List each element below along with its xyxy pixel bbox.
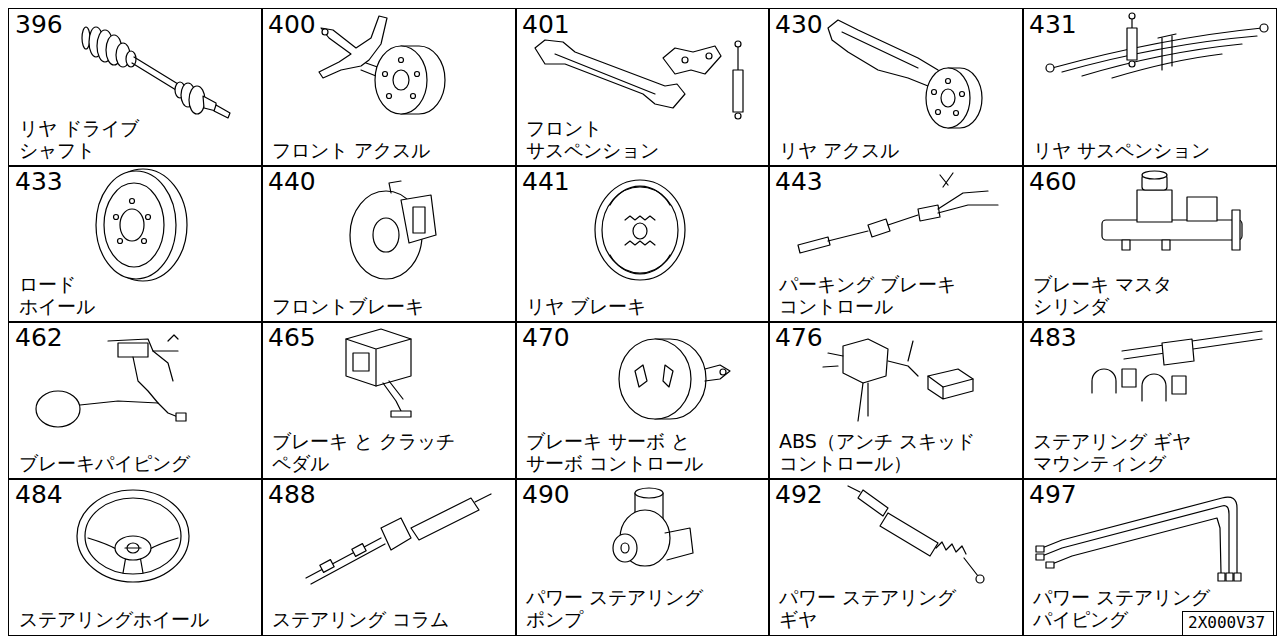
callout-number: 476: [769, 322, 823, 352]
part-group-name: ステアリング ギヤ マウンティング: [1023, 431, 1208, 479]
front-axle-illustration: [319, 16, 445, 114]
steering-wheel-illustration: [77, 490, 189, 582]
catalog-cell: 440 フロントブレーキ: [261, 165, 517, 323]
callout-number: 492: [769, 479, 823, 509]
part-group-name: リヤ アクスル: [769, 140, 899, 166]
catalog-cell: 483 ステアリング ギヤ マウンティング: [1022, 321, 1277, 480]
callout-number: 396: [9, 9, 63, 39]
catalog-cell: 430 リヤ アクスル: [768, 8, 1024, 167]
part-group-name: フロント サスペンション: [516, 118, 626, 166]
part-group-name: ブレーキパイピング: [9, 453, 190, 479]
callout-number: 433: [9, 166, 63, 196]
part-group-name: フロント アクスル: [262, 140, 430, 166]
catalog-cell: 488 ステアリング コラム: [261, 478, 517, 636]
steering-piping-illustration: [1036, 497, 1241, 581]
part-group-name: パワー ステアリング ギヤ: [769, 587, 969, 635]
catalog-cell: 484 ステアリングホイール: [8, 478, 263, 636]
catalog-cell: 400 フロント アクスル: [261, 8, 517, 167]
catalog-cell: 443 パーキング ブレーキ コントロール: [768, 165, 1024, 323]
catalog-cell: 492 パワー ステアリング ギヤ: [768, 478, 1024, 636]
pump-illustration: [613, 488, 693, 566]
callout-number: 497: [1023, 479, 1077, 509]
part-group-name: ロード ホイール: [9, 274, 99, 322]
rear-brake-illustration: [595, 180, 685, 280]
catalog-cell: 401 フロント サスペンション: [515, 8, 770, 167]
part-group-name: リヤ サスペンション: [1023, 140, 1210, 166]
catalog-cell: 462 ブレーキパイピング: [8, 321, 263, 480]
part-group-name: ABS（アンチ スキッド コントロール）: [769, 431, 994, 479]
callout-number: 490: [516, 479, 570, 509]
callout-number: 431: [1023, 9, 1077, 39]
part-group-name: ブレーキ と クラッチ ペダル: [262, 431, 472, 479]
callout-number: 462: [9, 322, 63, 352]
road-wheel-illustration: [96, 169, 187, 281]
catalog-cell: 490 パワー ステアリング ポンプ: [515, 478, 770, 636]
rear-suspension-illustration: [1046, 13, 1268, 78]
callout-number: 465: [262, 322, 316, 352]
parking-brake-illustration: [798, 173, 998, 253]
callout-number: 484: [9, 479, 63, 509]
catalog-cell: 465 ブレーキ と クラッチ ペダル: [261, 321, 517, 480]
front-suspension-illustration: [535, 40, 743, 119]
catalog-cell: 441 リヤ ブレーキ: [515, 165, 770, 323]
master-cylinder-illustration: [1102, 171, 1242, 250]
drawing-code: 2X000V37: [1183, 612, 1273, 633]
part-group-name: リヤ ブレーキ: [516, 296, 646, 322]
gear-mounting-illustration: [1092, 331, 1262, 401]
callout-number: 440: [262, 166, 316, 196]
brake-servo-illustration: [619, 339, 730, 419]
callout-number: 483: [1023, 322, 1077, 352]
callout-number: 441: [516, 166, 570, 196]
callout-number: 470: [516, 322, 570, 352]
part-group-name: パーキング ブレーキ コントロール: [769, 274, 964, 322]
catalog-cell: 433 ロード ホイール: [8, 165, 263, 323]
rear-axle-illustration: [828, 20, 982, 128]
part-group-name: ブレーキ マスタ シリンダ: [1023, 274, 1183, 322]
callout-number: 460: [1023, 166, 1077, 196]
drive-shaft-illustration: [82, 27, 230, 118]
catalog-cell: 396 リヤ ドライブ シャフト: [8, 8, 263, 167]
part-group-name: ステアリング コラム: [262, 609, 449, 635]
steering-column-illustration: [306, 494, 491, 584]
pedal-illustration: [346, 329, 411, 417]
part-group-name: パワー ステアリング ポンプ: [516, 587, 716, 635]
catalog-cell: 470 ブレーキ サーボ と サーボ コントロール: [515, 321, 770, 480]
part-group-name: フロントブレーキ: [262, 296, 424, 322]
callout-number: 430: [769, 9, 823, 39]
catalog-cell: 431 リヤ サスペンション: [1022, 8, 1277, 167]
code-box: 2X000V37: [1182, 611, 1274, 636]
front-brake-illustration: [350, 181, 436, 279]
callout-number: 443: [769, 166, 823, 196]
abs-illustration: [823, 339, 973, 421]
callout-number: 488: [262, 479, 316, 509]
part-group-name: ブレーキ サーボ と サーボ コントロール: [516, 431, 706, 479]
callout-number: 400: [262, 9, 316, 39]
catalog-cell: 476ABS（アンチ スキッド コントロール）: [768, 321, 1024, 480]
part-group-name: ステアリングホイール: [9, 609, 209, 635]
part-group-name: リヤ ドライブ シャフト: [9, 118, 159, 166]
catalog-cell: 460 ブレーキ マスタ シリンダ: [1022, 165, 1277, 323]
steering-gear-illustration: [848, 486, 984, 583]
callout-number: 401: [516, 9, 570, 39]
